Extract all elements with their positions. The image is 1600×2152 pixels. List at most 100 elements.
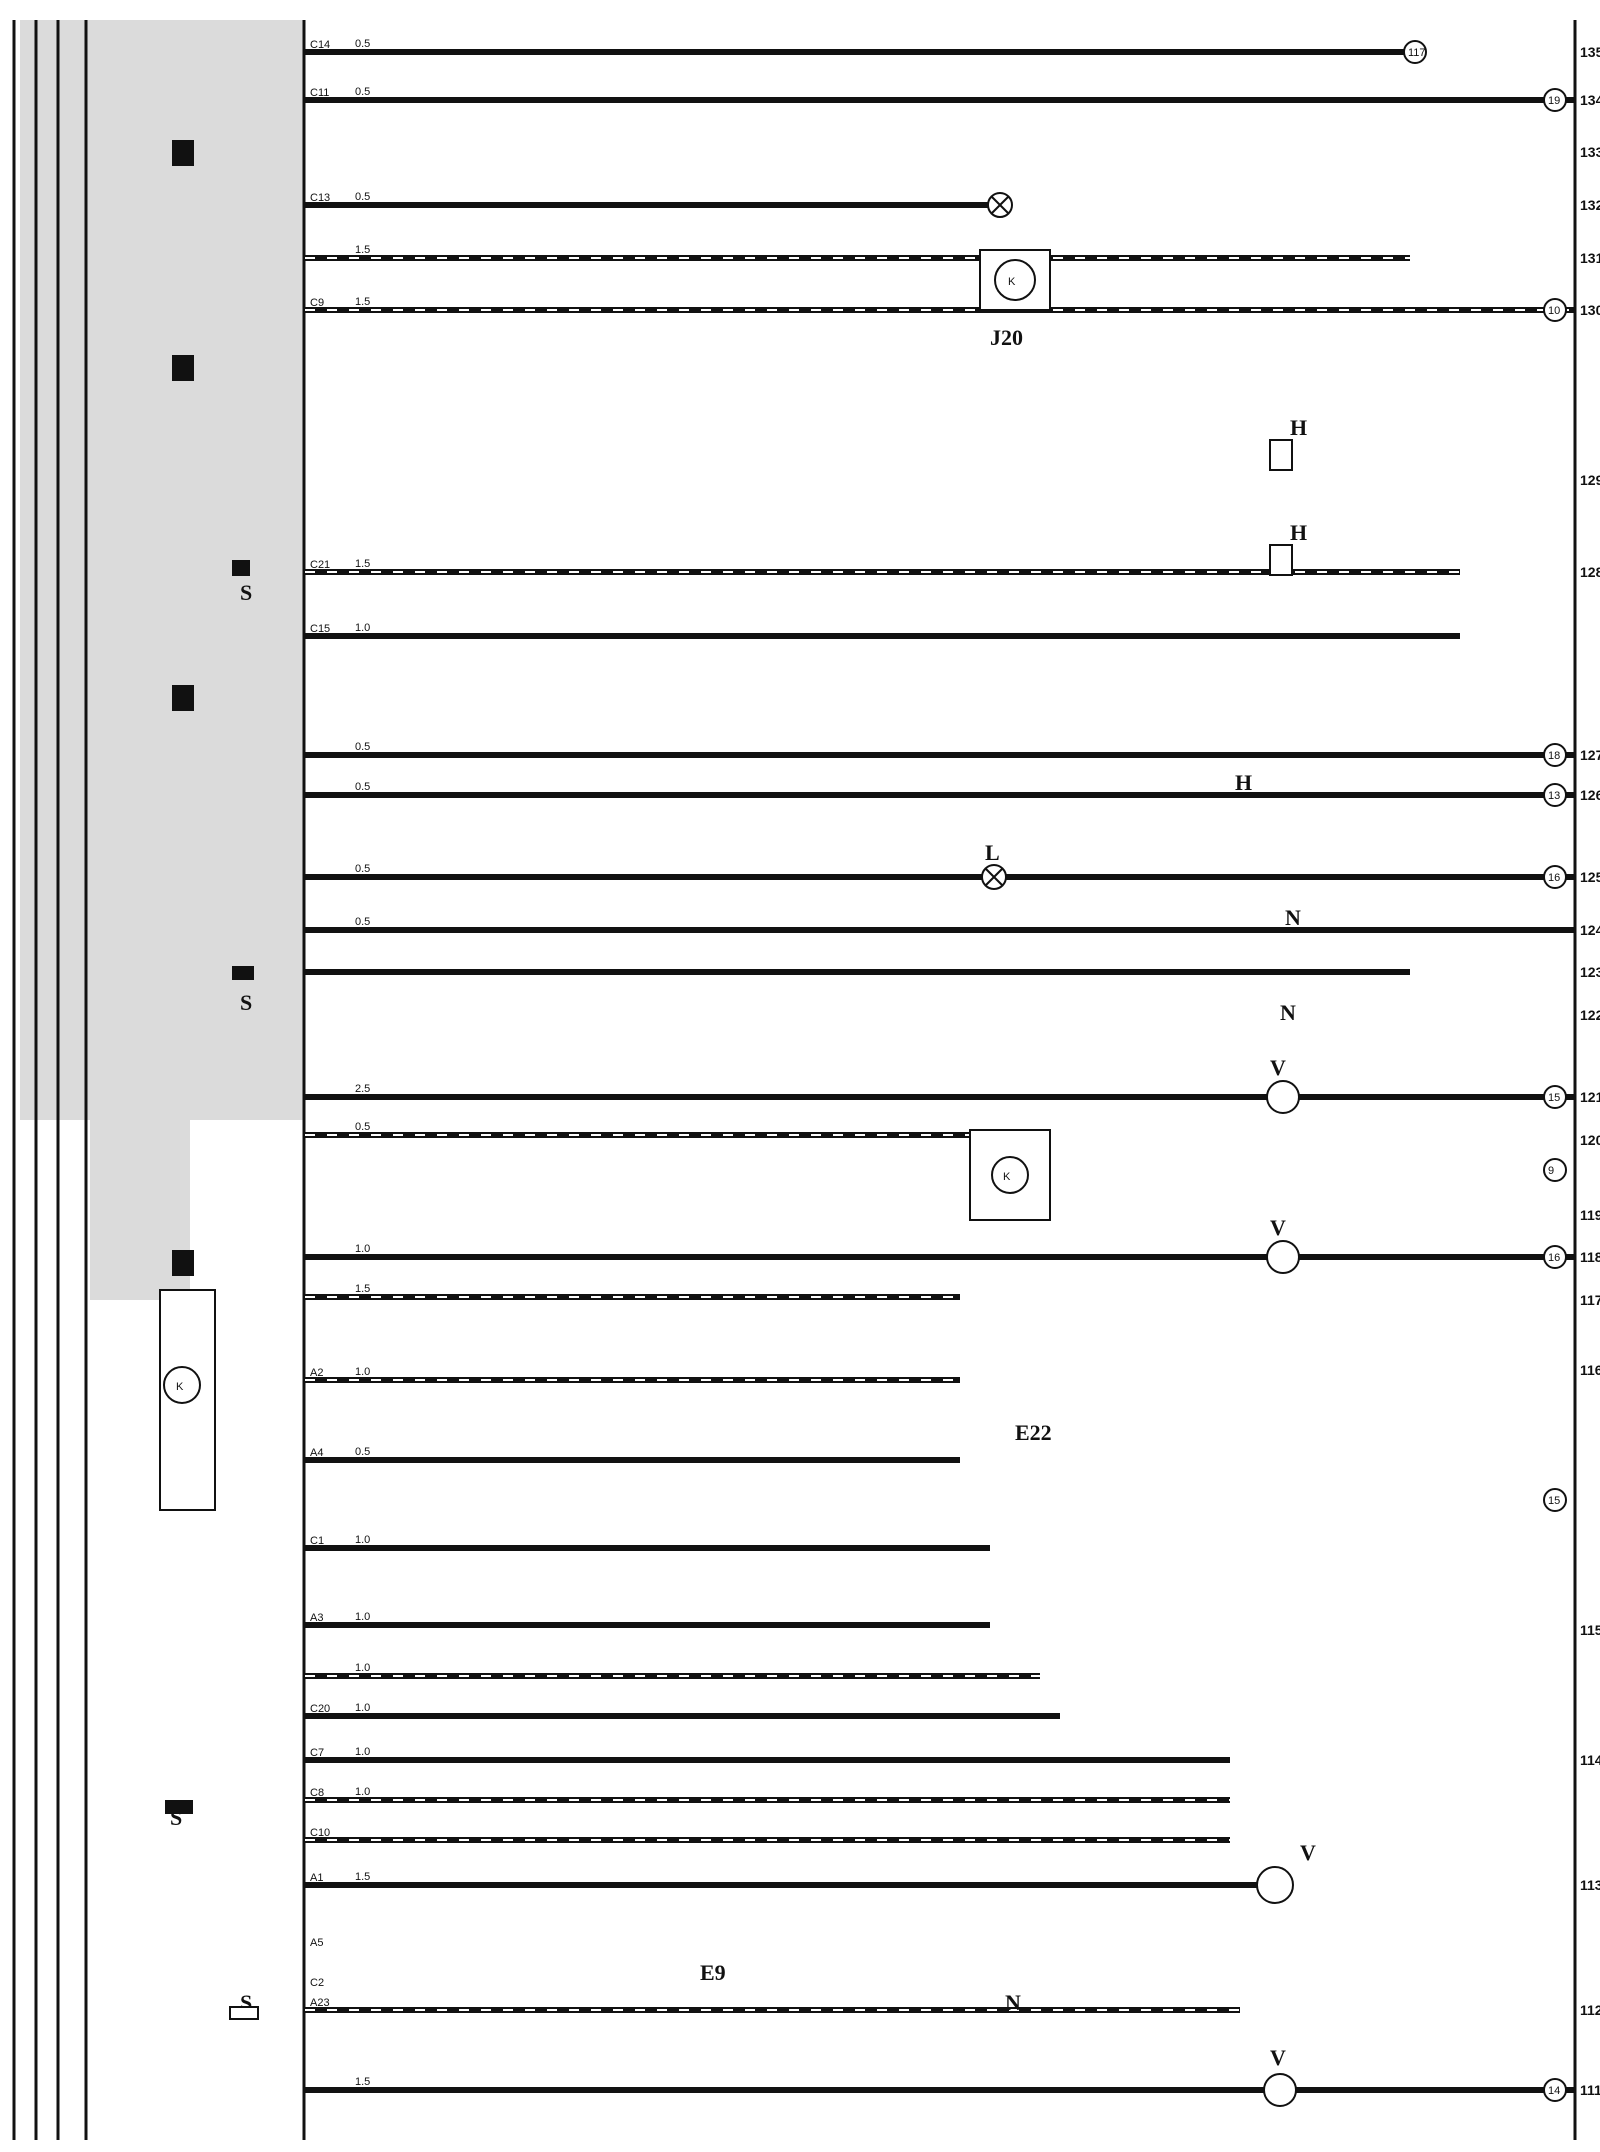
wire-gauge: 1.0	[355, 1611, 370, 1623]
ground-point	[1543, 1245, 1567, 1269]
ground-point	[1543, 88, 1567, 112]
row-number: 128	[1580, 564, 1600, 580]
ground-point	[1543, 1488, 1567, 1512]
row-number: 122	[1580, 1007, 1600, 1023]
lamp-k	[987, 192, 1013, 218]
wire-gauge: 1.0	[355, 1786, 370, 1798]
row-number: 111	[1580, 2082, 1600, 2098]
relay-k-j20: K J20	[979, 249, 1051, 350]
wire-gauge: 1.5	[355, 1283, 370, 1295]
wire-gauge: 0.5	[355, 1121, 370, 1133]
motor-v-111-label: V	[1270, 2045, 1286, 2070]
ground-point-label: 117	[1408, 47, 1426, 59]
connector-code: C9	[310, 297, 324, 309]
ground-point-label: 16	[1548, 1252, 1560, 1264]
wire-gauge: 0.5	[355, 741, 370, 753]
row-number: 118	[1580, 1249, 1600, 1265]
fuse-s-123-label: S	[240, 990, 252, 1015]
valve-n-112-label: N	[1005, 1990, 1021, 2015]
wire-gauge: 1.0	[355, 622, 370, 634]
ground-point-label: 18	[1548, 750, 1560, 762]
row-number: 115	[1580, 1622, 1600, 1638]
horn-h1: H	[1269, 415, 1307, 471]
row-number: 135	[1580, 44, 1600, 60]
connector-code: C11	[310, 87, 329, 99]
horn-h2: H	[1269, 520, 1307, 576]
row-number: 131	[1580, 250, 1600, 266]
row-number: 117	[1580, 1292, 1600, 1308]
motor-v-113: V	[1256, 1840, 1316, 1904]
motor-v-118: V	[1266, 1215, 1300, 1274]
ground-point	[1543, 865, 1567, 889]
row-number: 113	[1580, 1877, 1600, 1893]
ground-point-label: 15	[1548, 1495, 1560, 1507]
motor-v-121-label: V	[1270, 1055, 1286, 1080]
row-number: 132	[1580, 197, 1600, 213]
row-number: 119	[1580, 1207, 1600, 1223]
connector-code: A2	[310, 1367, 323, 1379]
row-number: 114	[1580, 1752, 1600, 1768]
row-number: 133	[1580, 144, 1600, 160]
horn-h1-label: H	[1290, 415, 1307, 440]
motor-v-113-label: V	[1300, 1840, 1316, 1865]
connector-code: A23	[310, 1997, 330, 2009]
wire-gauge: 0.5	[355, 86, 370, 98]
connector-code: C20	[310, 1703, 330, 1715]
lamp-l: L	[981, 840, 1007, 890]
connector-code: A3	[310, 1612, 323, 1624]
fuse-s-128	[232, 560, 250, 576]
connector-code: C14	[310, 39, 330, 51]
switch-e22-label: E22	[1015, 1420, 1052, 1445]
connector-code: C2	[310, 1977, 324, 1989]
row-number: 126	[1580, 787, 1600, 803]
wire-gauge: 0.5	[355, 863, 370, 875]
wire-gauge: 1.0	[355, 1746, 370, 1758]
fuse-s-128-label: S	[240, 580, 252, 605]
ground-point	[1543, 743, 1567, 767]
relay-k-left-label: K	[176, 1381, 184, 1393]
row-number: 124	[1580, 922, 1600, 938]
relay-k-119-label: K	[1003, 1171, 1011, 1183]
wire-gauge: 1.0	[355, 1243, 370, 1255]
wire-gauge: 1.0	[355, 1534, 370, 1546]
wire-gauge: 1.5	[355, 296, 370, 308]
ground-point-label: 19	[1548, 95, 1560, 107]
fuse-s-114	[165, 1800, 193, 1814]
wire-gauge: 1.0	[355, 1702, 370, 1714]
ground-point-label: 15	[1548, 1092, 1560, 1104]
ground-point-label: 9	[1548, 1165, 1554, 1177]
relay-panel-shading	[20, 20, 305, 1120]
ground-point	[1543, 1158, 1567, 1182]
connector-code: C1	[310, 1535, 324, 1547]
relay-marker-3	[172, 685, 194, 711]
connector-code: C21	[310, 559, 330, 571]
wire-gauge: 0.5	[355, 781, 370, 793]
relay-k-119: K	[969, 1129, 1051, 1221]
row-number: 112	[1580, 2002, 1600, 2018]
row-number: 121	[1580, 1089, 1600, 1105]
relay-marker-1	[172, 140, 194, 166]
fuse-s-112	[229, 2006, 259, 2020]
wire-gauge: 1.5	[355, 558, 370, 570]
ground-point-label: 14	[1548, 2085, 1560, 2097]
row-number: 125	[1580, 869, 1600, 885]
connector-code: C7	[310, 1747, 324, 1759]
fuse-s-123	[232, 966, 254, 980]
row-number: 120	[1580, 1132, 1600, 1148]
horn-h3: H	[1235, 770, 1252, 795]
ground-point-label: 10	[1548, 305, 1560, 317]
ground-point-label: 16	[1548, 872, 1560, 884]
ground-point	[1543, 783, 1567, 807]
wire-gauge: 0.5	[355, 38, 370, 50]
motor-v-121: V	[1266, 1055, 1300, 1114]
ground-point	[1543, 1085, 1567, 1109]
relay-k-label: K	[1008, 276, 1016, 288]
row-number: 123	[1580, 964, 1600, 980]
connector-code: C15	[310, 623, 330, 635]
connector-code: A4	[310, 1447, 323, 1459]
relay-k-left: K	[159, 1289, 216, 1511]
relay-marker-4	[172, 1250, 194, 1276]
connector-code: A5	[310, 1937, 323, 1949]
wire-gauge: 1.5	[355, 244, 370, 256]
